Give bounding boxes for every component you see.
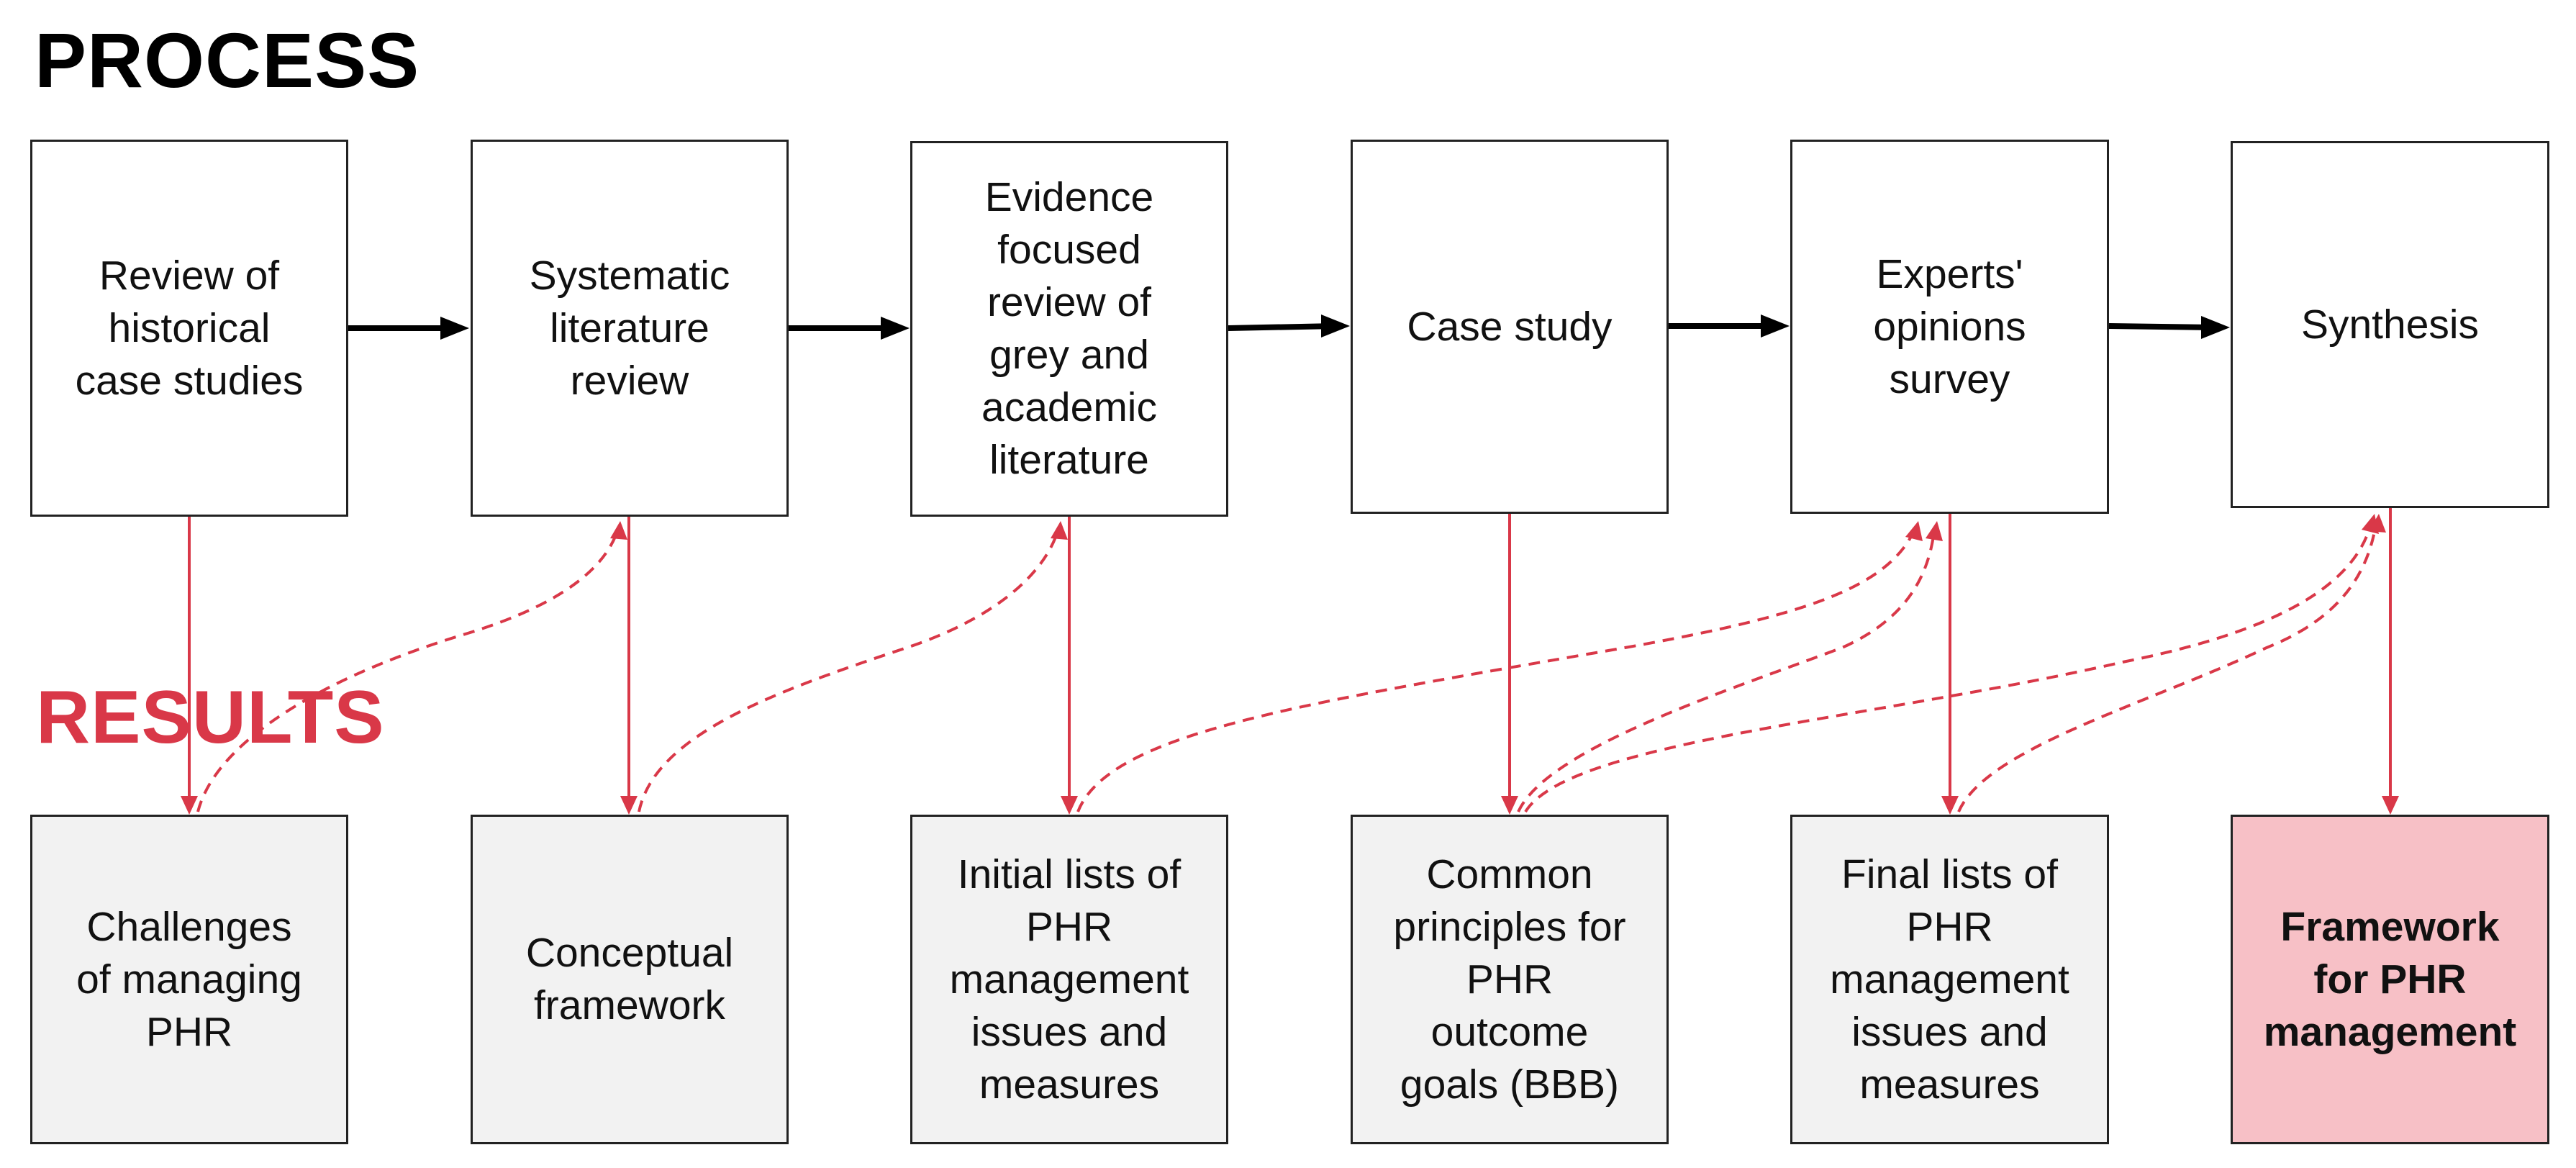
feedback-curve-2 <box>638 530 1059 812</box>
feedback-arrowhead-6 <box>2369 514 2386 533</box>
feedback-curve-5 <box>1524 523 2372 813</box>
process-arrowhead-2 <box>881 317 910 340</box>
result-arrowhead-3 <box>1061 796 1078 815</box>
process-step-review-historical: Review of historical case studies <box>30 140 348 517</box>
results-heading: RESULTS <box>36 676 385 759</box>
process-arrowhead-1 <box>440 317 469 340</box>
process-step-systematic-review: Systematic literature review <box>471 140 789 517</box>
feedback-curves <box>196 523 2377 813</box>
process-arrowhead-4 <box>1761 314 1790 338</box>
process-arrowhead-3 <box>1321 314 1350 338</box>
process-arrow-3 <box>1228 323 1336 331</box>
result-arrowhead-6 <box>2382 796 2399 815</box>
result-arrowhead-1 <box>181 796 198 815</box>
result-arrowhead-5 <box>1941 796 1959 815</box>
result-arrows <box>181 508 2399 815</box>
result-conceptual-framework: Conceptual framework <box>471 815 789 1144</box>
process-step-evidence-review: Evidence focused review of grey and acad… <box>910 141 1228 517</box>
result-framework: Framework for PHR management <box>2231 815 2549 1144</box>
process-arrows <box>348 314 2230 340</box>
result-arrowhead-2 <box>620 796 638 815</box>
feedback-arrowhead-1 <box>610 521 627 540</box>
feedback-arrowheads <box>610 514 2386 541</box>
feedback-arrowhead-4 <box>1926 521 1943 541</box>
process-arrow-5 <box>2108 323 2216 330</box>
process-step-synthesis: Synthesis <box>2231 141 2549 508</box>
process-step-case-study: Case study <box>1351 140 1669 514</box>
result-challenges: Challenges of managing PHR <box>30 815 348 1144</box>
feedback-curve-6 <box>1957 523 2377 812</box>
result-common-principles: Common principles for PHR outcome goals … <box>1351 815 1669 1144</box>
process-heading: PROCESS <box>35 17 420 104</box>
feedback-curve-1 <box>196 530 619 812</box>
feedback-curve-4 <box>1517 530 1936 812</box>
result-initial-lists: Initial lists of PHR management issues a… <box>910 815 1228 1144</box>
feedback-arrowhead-2 <box>1051 521 1068 540</box>
feedback-arrowhead-3 <box>1905 521 1923 541</box>
result-arrowhead-4 <box>1501 796 1518 815</box>
process-step-experts-survey: Experts' opinions survey <box>1790 140 2109 514</box>
process-arrowhead-5 <box>2201 316 2230 339</box>
feedback-curve-3 <box>1076 530 1915 812</box>
result-final-lists: Final lists of PHR management issues and… <box>1790 815 2109 1144</box>
